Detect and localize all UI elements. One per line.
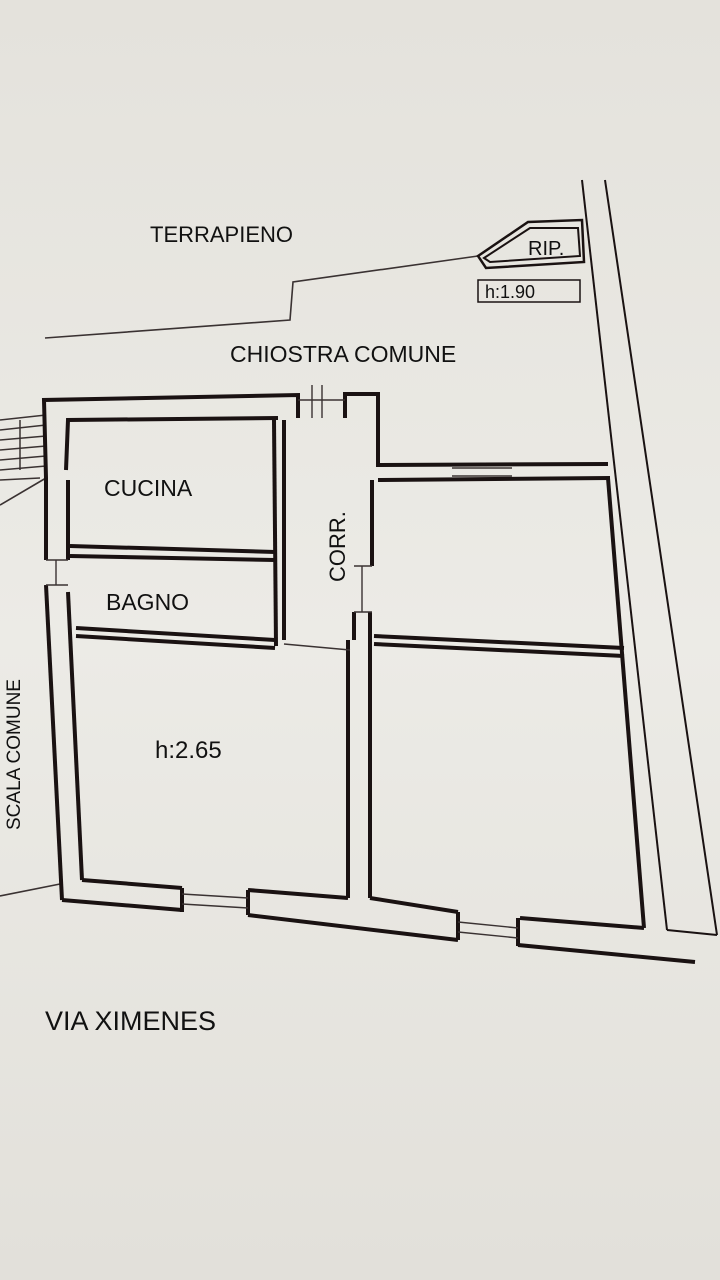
windows xyxy=(46,385,519,939)
stair-hatching xyxy=(0,414,47,481)
label-rip-height: h:1.90 xyxy=(485,282,535,302)
rip-storage xyxy=(476,218,586,303)
label-scala-comune: SCALA COMUNE xyxy=(4,679,25,830)
label-via-ximenes: VIA XIMENES xyxy=(45,1006,216,1036)
label-rip: RIP. xyxy=(528,238,564,260)
right-boundary xyxy=(581,179,718,936)
label-corridoio: CORR. xyxy=(325,511,350,582)
walls xyxy=(41,392,696,964)
label-terrapieno: TERRAPIENO xyxy=(150,222,293,247)
label-chiostra-comune: CHIOSTRA COMUNE xyxy=(230,341,456,367)
label-cucina: CUCINA xyxy=(104,475,193,501)
label-room-height: h:2.65 xyxy=(155,737,222,764)
label-bagno: BAGNO xyxy=(106,589,189,615)
terrain-lines xyxy=(0,255,479,897)
